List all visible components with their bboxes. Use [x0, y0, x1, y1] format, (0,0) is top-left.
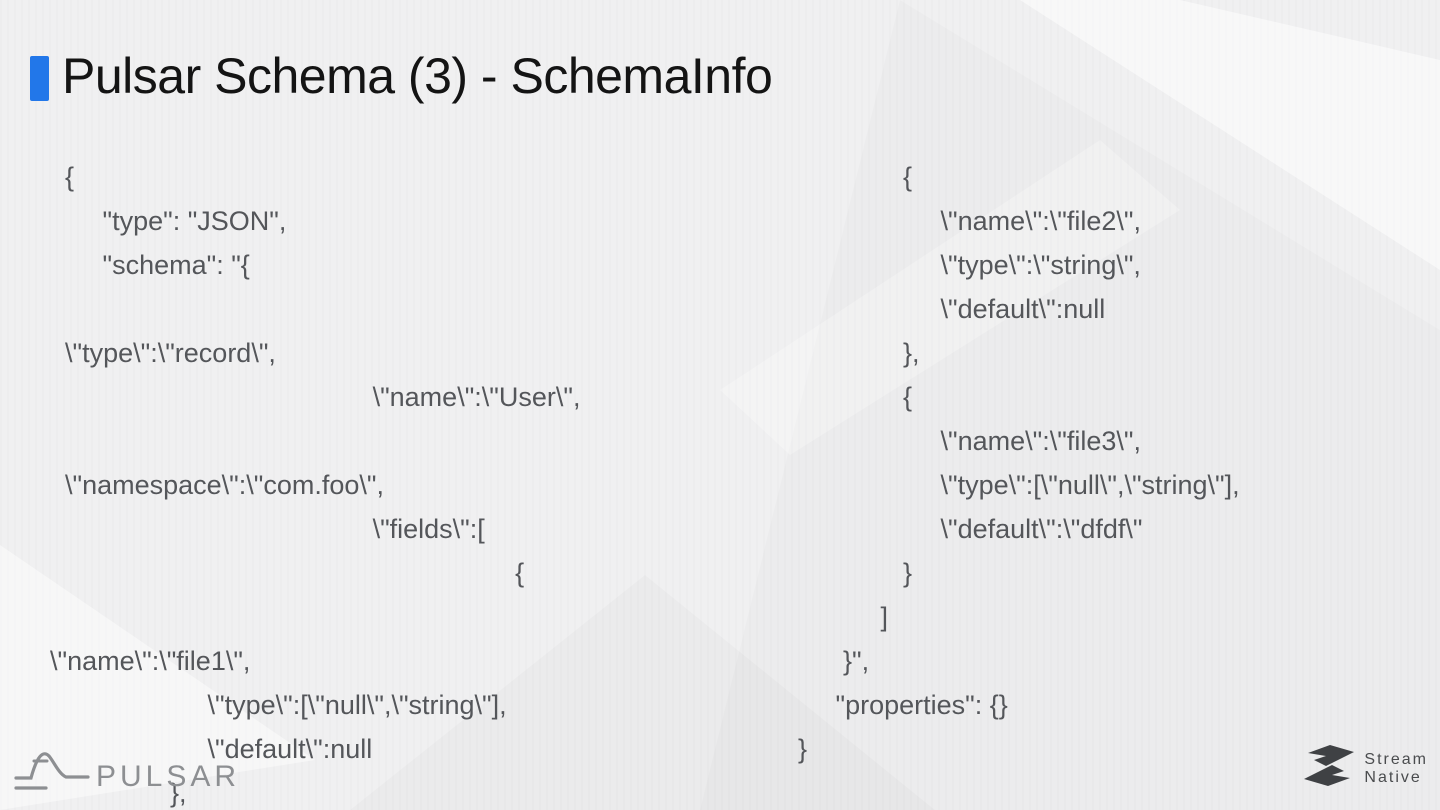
streamnative-logo: Stream Native: [1300, 743, 1428, 794]
code-line: }",: [798, 646, 870, 676]
code-line: "properties": {}: [798, 690, 1008, 720]
code-line: }: [798, 558, 913, 588]
code-line: \"type\":\"record\",: [50, 338, 276, 368]
pulsar-wave-icon: [14, 743, 90, 800]
code-line: {: [798, 382, 913, 412]
streamnative-logo-text: Stream Native: [1364, 751, 1428, 787]
code-line: \"default\":null: [50, 734, 373, 764]
pulsar-logo-text: PULSAR: [96, 759, 241, 793]
code-line: "type": "JSON",: [50, 206, 287, 236]
code-line: \"default\":\"dfdf\": [798, 514, 1143, 544]
code-line: [50, 595, 580, 639]
code-line: [50, 419, 580, 463]
code-line: \"name\":\"file1\",: [50, 646, 251, 676]
code-line: ]: [798, 602, 889, 632]
code-line: }: [798, 734, 808, 764]
streamnative-text-line1: Stream: [1364, 750, 1428, 768]
title-accent-bar: [30, 56, 49, 101]
code-line: [50, 287, 580, 331]
code-line: "schema": "{: [50, 250, 250, 280]
code-line: \"type\":[\"null\",\"string\"],: [798, 470, 1240, 500]
streamnative-icon: [1300, 743, 1358, 794]
code-line: \"default\":null: [798, 294, 1106, 324]
code-line: },: [798, 338, 920, 368]
code-line: \"fields\":[: [50, 514, 485, 544]
code-line: },: [50, 778, 187, 808]
code-line: {: [798, 162, 913, 192]
streamnative-text-line2: Native: [1364, 768, 1422, 786]
title-row: Pulsar Schema (3) - SchemaInfo: [30, 48, 773, 104]
code-line: \"name\":\"file3\",: [798, 426, 1141, 456]
code-line: \"type\":\"string\",: [798, 250, 1141, 280]
code-block-left: { "type": "JSON", "schema": "{ \"type\":…: [50, 155, 580, 810]
code-line: \"namespace\":\"com.foo\",: [50, 470, 384, 500]
page-title: Pulsar Schema (3) - SchemaInfo: [62, 48, 773, 104]
code-line: {: [50, 162, 75, 192]
code-line: \"name\":\"file2\",: [798, 206, 1141, 236]
code-line: \"type\":[\"null\",\"string\"],: [50, 690, 507, 720]
code-block-right: { \"name\":\"file2\", \"type\":\"string\…: [798, 155, 1240, 771]
pulsar-logo: PULSAR: [14, 743, 240, 800]
code-line: \"name\":\"User\",: [50, 382, 581, 412]
code-line: {: [50, 558, 525, 588]
